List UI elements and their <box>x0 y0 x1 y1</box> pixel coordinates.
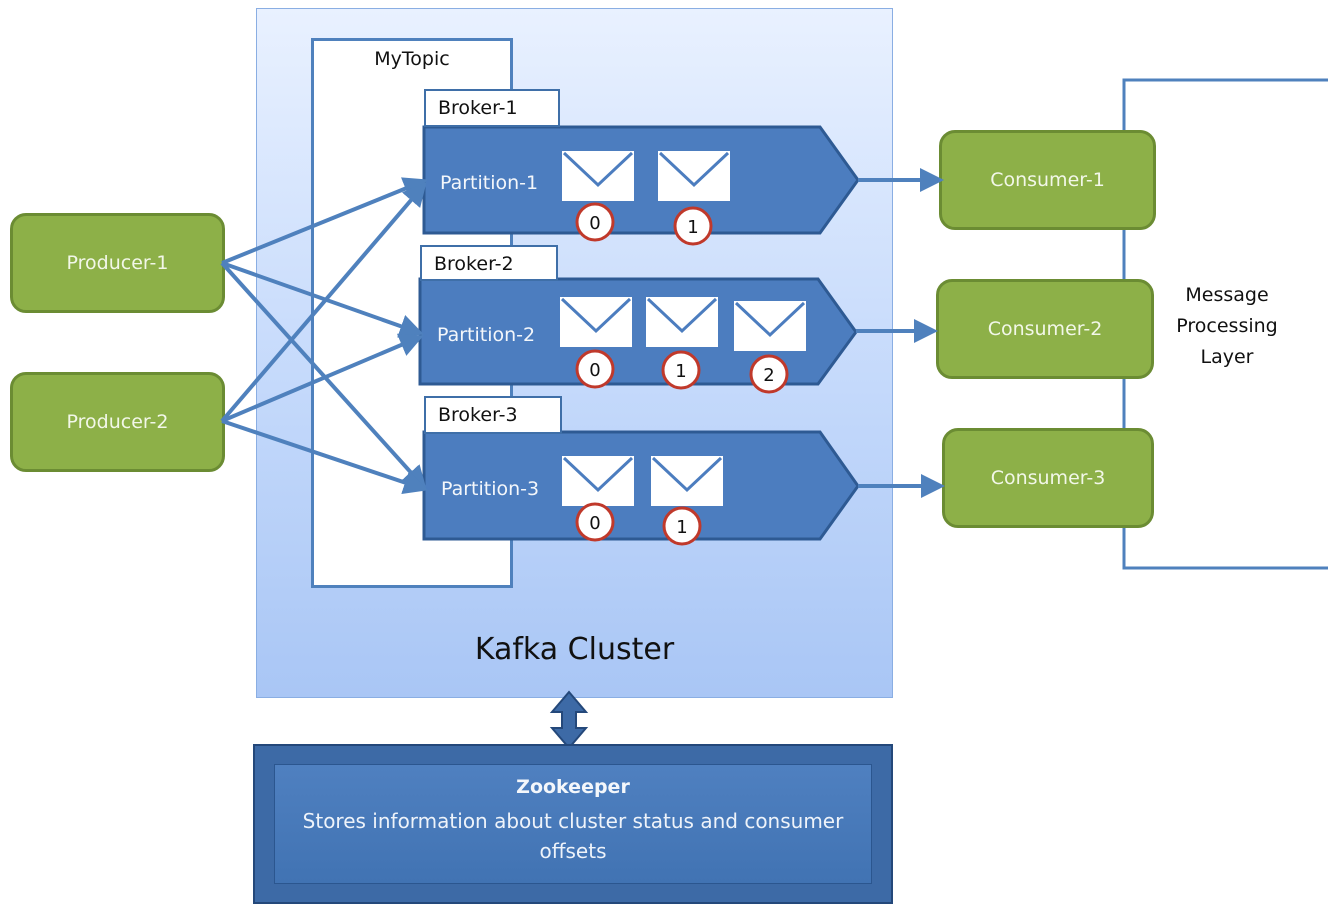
cluster-zookeeper-arrow <box>549 690 589 750</box>
broker-2-tab: Broker-2 <box>420 245 558 281</box>
offset-badge: 0 <box>575 202 615 242</box>
partition-3-shape <box>422 430 860 541</box>
offset-badge: 1 <box>673 206 713 246</box>
partition-3-label: Partition-3 <box>441 478 540 500</box>
broker-3-tab: Broker-3 <box>424 396 562 434</box>
svg-text:1: 1 <box>676 517 687 538</box>
broker-1-tab: Broker-1 <box>424 89 560 127</box>
arrow-p2-to-partition-1 <box>220 181 427 423</box>
arrow-p1-to-partition-1 <box>221 177 428 265</box>
producer-1-node: Producer-1 <box>10 213 225 313</box>
offset-badge: 0 <box>575 349 615 389</box>
topic-label: MyTopic <box>374 48 450 70</box>
svg-text:0: 0 <box>589 213 600 234</box>
envelope-icon <box>651 456 723 506</box>
partition-1-shape <box>422 125 860 235</box>
processing-layer-line-3: Layer <box>1200 346 1254 368</box>
kafka-cluster-label: Kafka Cluster <box>474 632 675 667</box>
offset-badge: 2 <box>749 354 789 394</box>
zookeeper-title: Zookeeper <box>516 776 630 798</box>
partition-1-label: Partition-1 <box>440 172 539 194</box>
envelope-icon <box>658 151 730 201</box>
envelope-icon <box>562 151 634 201</box>
svg-text:2: 2 <box>763 365 774 386</box>
arrow-p2-to-partition-3 <box>221 419 428 494</box>
consumer-3-node: Consumer-3 <box>942 428 1154 528</box>
zookeeper-description: Stores information about cluster status … <box>302 809 844 863</box>
partition-2-label: Partition-2 <box>437 324 536 346</box>
producer-2-node: Producer-2 <box>10 372 225 472</box>
envelope-icon <box>646 297 718 347</box>
arrow-p2-to-partition-2 <box>221 333 424 423</box>
svg-text:0: 0 <box>589 513 600 534</box>
svg-text:1: 1 <box>687 217 698 238</box>
offset-badge: 1 <box>661 350 701 390</box>
envelope-icon <box>560 297 632 347</box>
svg-text:1: 1 <box>675 361 686 382</box>
envelope-icon <box>562 456 634 506</box>
consumer-2-node: Consumer-2 <box>936 279 1154 379</box>
arrow-p1-to-partition-3 <box>220 261 427 490</box>
consumer-1-node: Consumer-1 <box>939 130 1156 230</box>
processing-layer-label: Message Processing Layer <box>1168 280 1286 373</box>
processing-layer-line-2: Processing <box>1176 315 1278 337</box>
zookeeper-inner <box>274 764 872 884</box>
arrow-p1-to-partition-2 <box>221 261 424 338</box>
envelope-icon <box>734 301 806 351</box>
offset-badge: 1 <box>662 506 702 546</box>
svg-text:0: 0 <box>589 360 600 381</box>
processing-layer-line-1: Message <box>1185 284 1269 306</box>
offset-badge: 0 <box>575 502 615 542</box>
